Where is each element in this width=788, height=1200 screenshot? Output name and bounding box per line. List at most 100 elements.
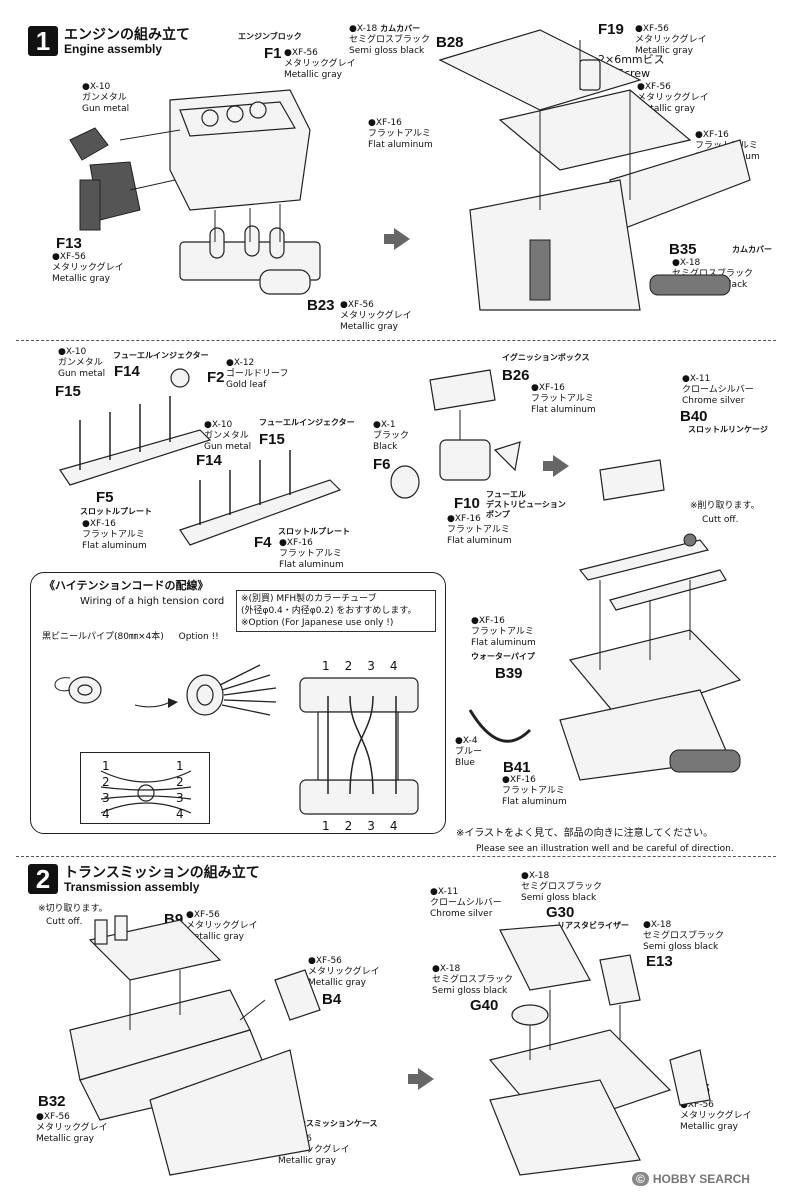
hobby-search-watermark: © HOBBY SEARCH bbox=[632, 1172, 750, 1186]
ignition-pump-illustration bbox=[390, 369, 521, 499]
part-f6: F6 bbox=[373, 456, 391, 473]
paint-f1: XF-56 メタリックグレイ Metallic gray bbox=[284, 48, 356, 81]
caution-note-en: Please see an illustration well and be c… bbox=[476, 844, 734, 854]
cut-off-note-en: Cutt off. bbox=[702, 515, 739, 525]
part-f15-b: F15 bbox=[259, 431, 285, 448]
part-b32: B32 bbox=[38, 1093, 66, 1110]
transmission-case-name: トランスミッションケース bbox=[282, 1119, 378, 1128]
paint-xf16-a: XF-16 フラットアルミ Flat aluminum bbox=[368, 118, 433, 151]
paint-x11: X-11 クロームシルバー Chrome silver bbox=[430, 887, 502, 920]
step-2-number: 2 bbox=[28, 864, 58, 894]
part-f19: F19 bbox=[598, 21, 624, 38]
water-pipe-name: ウォーターパイプ bbox=[471, 652, 535, 661]
step-1-number: 1 bbox=[28, 26, 58, 56]
paint-f7: XF-56 メタリックグレイ Metallic gray bbox=[637, 82, 709, 115]
part-f15-a: F15 bbox=[55, 383, 81, 400]
paint-f2: X-12 ゴールドリーフ Gold leaf bbox=[226, 358, 288, 391]
part-g30: G30 bbox=[546, 904, 575, 921]
step-2-title-jp: トランスミッションの組み立て bbox=[64, 865, 260, 881]
fuel-injector-name-b: フューエルインジェクター bbox=[259, 418, 355, 427]
engine-block-name: エンジンブロック bbox=[238, 32, 302, 41]
paint-x10-a: X-10 ガンメタル Gun metal bbox=[58, 347, 105, 380]
paint-b23: XF-56 メタリックグレイ Metallic gray bbox=[340, 300, 412, 333]
step-1-title-en: Engine assembly bbox=[64, 42, 163, 56]
rear-stabilizer-name: リアスタビライザー bbox=[557, 921, 629, 930]
cut-off-note-jp: ※削り取ります。 bbox=[690, 501, 760, 511]
throttle-plate-name-a: スロットルプレート bbox=[80, 507, 152, 516]
watermark-text: HOBBY SEARCH bbox=[652, 1172, 750, 1186]
paint-f19: XF-56 メタリックグレイ Metallic gray bbox=[635, 24, 707, 57]
paint-x10-b: X-10 ガンメタル Gun metal bbox=[204, 420, 251, 453]
paint-e15: XF-56 メタリックグレイ Metallic gray bbox=[680, 1100, 752, 1133]
wiring-detail-box bbox=[80, 752, 210, 824]
engine-assembled-illustration bbox=[438, 29, 751, 311]
part-b40: B40 bbox=[680, 408, 708, 425]
cord-left-numbers: 1 2 3 4 bbox=[102, 759, 110, 821]
high-tension-cord-illustration bbox=[54, 664, 277, 716]
part-b28: B28 bbox=[436, 34, 464, 51]
paint-b28: X-18 カムカバー セミグロスブラック Semi gloss black bbox=[349, 24, 430, 57]
section-divider-1 bbox=[16, 340, 776, 341]
paint-b32: XF-56 メタリックグレイ Metallic gray bbox=[36, 1112, 108, 1145]
paint-f13: XF-56 メタリックグレイ Metallic gray bbox=[52, 252, 124, 285]
step2-flow-arrow bbox=[408, 1068, 434, 1090]
paint-b26: XF-16 フラットアルミ Flat aluminum bbox=[531, 383, 596, 416]
ignition-box-name: イグニッションボックス bbox=[502, 353, 590, 362]
throttle-plate-name-b: スロットルプレート bbox=[278, 527, 350, 536]
paint-x10-gunmetal: X-10 ガンメタル Gun metal bbox=[82, 82, 129, 115]
paint-f4: XF-16 フラットアルミ Flat aluminum bbox=[279, 538, 344, 571]
transmission-parts-illustration bbox=[69, 915, 321, 1176]
part-b23: B23 bbox=[307, 297, 335, 314]
cord-bundle-illustration bbox=[100, 770, 192, 814]
paint-b9: XF-56 メタリックグレイ Metallic gray bbox=[186, 910, 258, 943]
section-b-flow-arrow bbox=[543, 455, 569, 477]
paint-f6: X-1 ブラック Black bbox=[373, 420, 409, 453]
paint-f5: XF-16 フラットアルミ Flat aluminum bbox=[82, 519, 147, 552]
cord-right-numbers: 1 2 3 4 bbox=[176, 759, 184, 821]
part-f14-b: F14 bbox=[196, 452, 222, 469]
step-1-title-jp: エンジンの組み立て bbox=[64, 27, 190, 43]
screw-label: 2×6mmビス bbox=[598, 53, 665, 66]
engine-block-illustration bbox=[69, 89, 321, 295]
paint-e13: X-18 セミグロスブラック Semi gloss black bbox=[643, 920, 724, 953]
part-b4: B4 bbox=[322, 991, 342, 1008]
paint-b4: XF-56 メタリックグレイ Metallic gray bbox=[308, 956, 380, 989]
copyright-mark: © bbox=[632, 1172, 649, 1186]
injector-rail-illustration bbox=[59, 368, 342, 546]
wiring-title-jp: 《ハイテンションコードの配線》 bbox=[44, 579, 209, 592]
part-f14-a: F14 bbox=[114, 363, 140, 380]
part-b41: B41 bbox=[503, 759, 531, 776]
paint-b40: X-11 クロームシルバー Chrome silver bbox=[682, 374, 754, 407]
wiring-diagram-illustration bbox=[299, 677, 419, 815]
step2-cut-off-en: Cutt off. bbox=[46, 917, 83, 927]
part-f5: F5 bbox=[96, 489, 114, 506]
wiring-title-en: Wiring of a high tension cord bbox=[80, 596, 225, 607]
section-divider-2 bbox=[16, 856, 776, 857]
part-b35: B35 bbox=[669, 241, 697, 258]
part-f13: F13 bbox=[56, 235, 82, 252]
paint-b41: XF-16 フラットアルミ Flat aluminum bbox=[502, 775, 567, 808]
vinyl-pipe-note: 黒ビニールパイプ(80㎜×4本) Option !! bbox=[42, 632, 219, 642]
transmission-assembled-illustration bbox=[488, 924, 711, 1176]
cam-cover-name: カムカバー bbox=[732, 245, 772, 254]
part-b26: B26 bbox=[502, 367, 530, 384]
part-e13: E13 bbox=[646, 953, 673, 970]
part-g40: G40 bbox=[470, 997, 499, 1014]
part-f4: F4 bbox=[254, 534, 272, 551]
paint-g30: X-18 セミグロスブラック Semi gloss black bbox=[521, 871, 602, 904]
engine-fuel-system-illustration bbox=[468, 459, 742, 781]
caution-note-jp: ※イラストをよく見て、部品の向きに注意してください。 bbox=[456, 828, 714, 839]
fuel-injector-name-a: フューエルインジェクター bbox=[113, 351, 209, 360]
step1-flow-arrow bbox=[384, 228, 410, 250]
part-f10: F10 bbox=[454, 495, 480, 512]
fuel-pump-name-1: フューエル bbox=[486, 490, 526, 499]
fuel-pump-name-2: デストリビューション bbox=[486, 500, 566, 509]
step-2-title-en: Transmission assembly bbox=[64, 880, 200, 894]
step2-cut-off-jp: ※切り取ります。 bbox=[38, 904, 108, 914]
throttle-linkage-name: スロットルリンケージ bbox=[688, 425, 768, 434]
part-f1: F1 bbox=[264, 45, 282, 62]
manifold-top-numbers: 1 2 3 4 bbox=[322, 659, 398, 673]
color-tube-note: ※(別買) MFH製のカラーチューブ (外径φ0.4・内径φ0.2) をおすすめ… bbox=[236, 590, 436, 632]
paint-blue: X-4 ブルー Blue bbox=[455, 736, 482, 769]
part-b39: B39 bbox=[495, 665, 523, 682]
